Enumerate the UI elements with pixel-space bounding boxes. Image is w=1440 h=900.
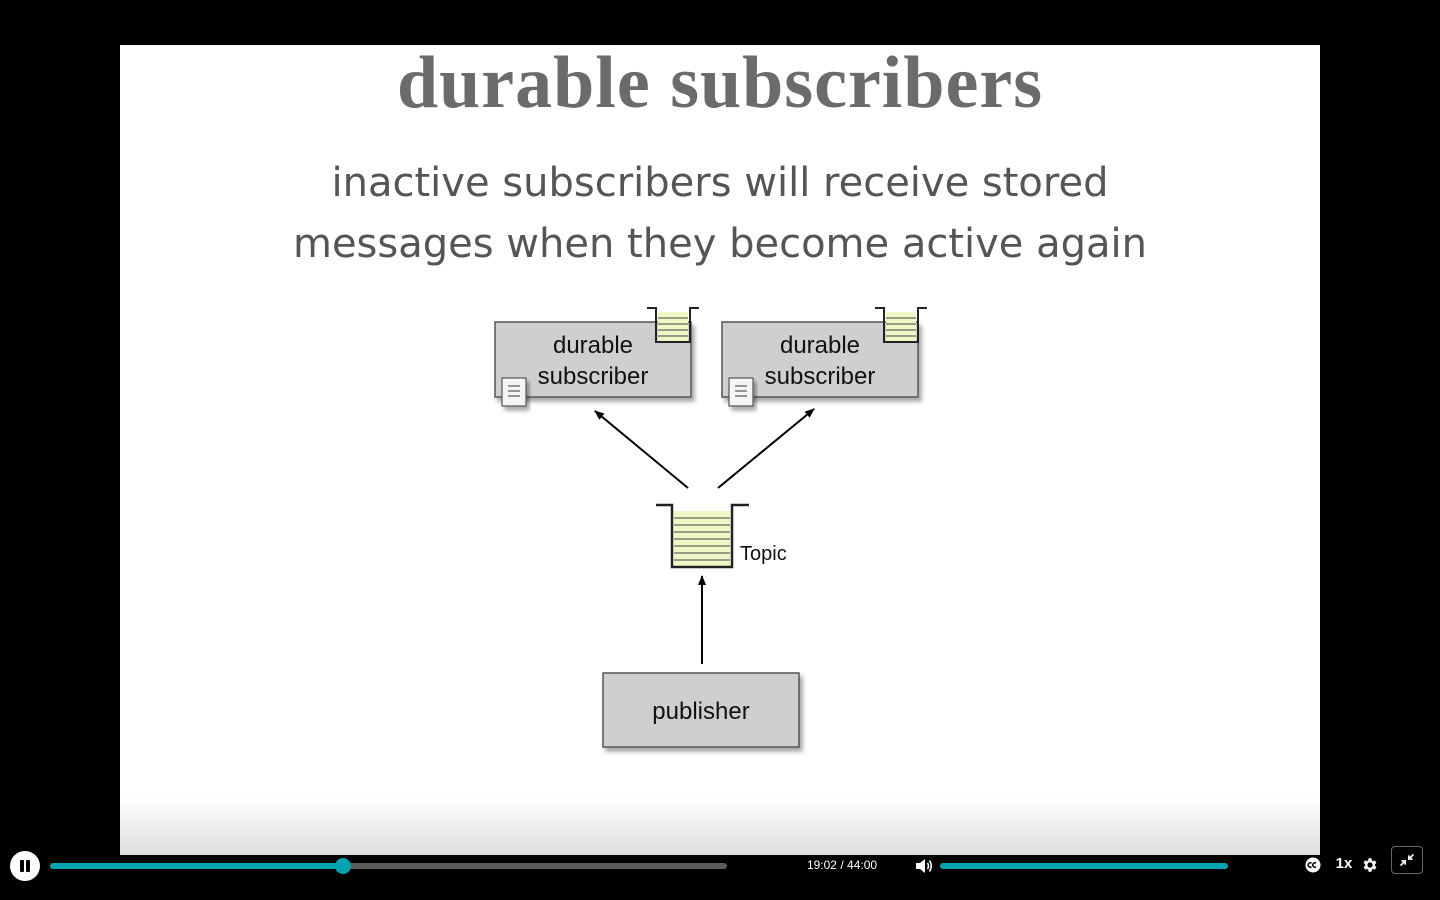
playback-speed-button[interactable]: 1x	[1335, 855, 1353, 872]
volume-icon[interactable]	[914, 857, 934, 875]
subscriber-label-line-1: durable	[553, 332, 633, 359]
slide-subtitle-line-2: messages when they become active again	[292, 221, 1148, 267]
seek-bar[interactable]	[50, 858, 727, 874]
topic-label: Topic	[740, 543, 787, 565]
time-display: 19:02 / 44:00	[782, 858, 902, 872]
subscriber-label-line-2: subscriber	[538, 363, 649, 390]
pub-sub-diagram: durable subscriber durable subscriber	[494, 307, 927, 748]
message-document-icon	[728, 377, 754, 407]
arrow-topic-to-subscriber-left	[594, 410, 689, 489]
exit-fullscreen-icon[interactable]	[1391, 846, 1423, 874]
durable-subscriber-left: durable subscriber	[494, 307, 699, 407]
seek-bar-progress	[50, 863, 343, 869]
closed-captions-icon[interactable]	[1304, 857, 1322, 873]
message-document-icon	[501, 377, 527, 407]
total-duration: 44:00	[847, 858, 878, 872]
elapsed-time: 19:02	[806, 858, 837, 872]
player-controls: 19:02 / 44:00 1x	[0, 845, 1440, 885]
volume-slider[interactable]	[940, 863, 1228, 869]
arrow-topic-to-subscriber-right	[717, 408, 815, 489]
controls-gradient	[120, 795, 1320, 855]
subscriber-label-line-2: subscriber	[765, 363, 876, 390]
stored-messages-queue-icon	[875, 307, 927, 343]
publisher-label: publisher	[652, 698, 749, 725]
stored-messages-queue-icon	[647, 307, 699, 343]
slide-subtitle: inactive subscribers will receive stored…	[120, 153, 1320, 275]
video-frame: durable subscribers inactive subscribers…	[120, 45, 1320, 855]
time-separator: /	[840, 858, 844, 872]
pause-button[interactable]	[10, 851, 40, 881]
subscriber-label-line-1: durable	[780, 332, 860, 359]
slide-title: durable subscribers	[396, 45, 1043, 124]
pause-icon	[20, 860, 24, 872]
volume-level	[940, 863, 1228, 869]
subscriber-box	[721, 321, 919, 398]
seek-handle[interactable]	[334, 858, 351, 874]
topic-queue-icon	[656, 503, 749, 569]
slide-subtitle-line-1: inactive subscribers will receive stored	[331, 160, 1109, 206]
gear-icon[interactable]	[1361, 856, 1379, 874]
durable-subscriber-right: durable subscriber	[721, 307, 927, 407]
publisher-box: publisher	[602, 672, 800, 748]
